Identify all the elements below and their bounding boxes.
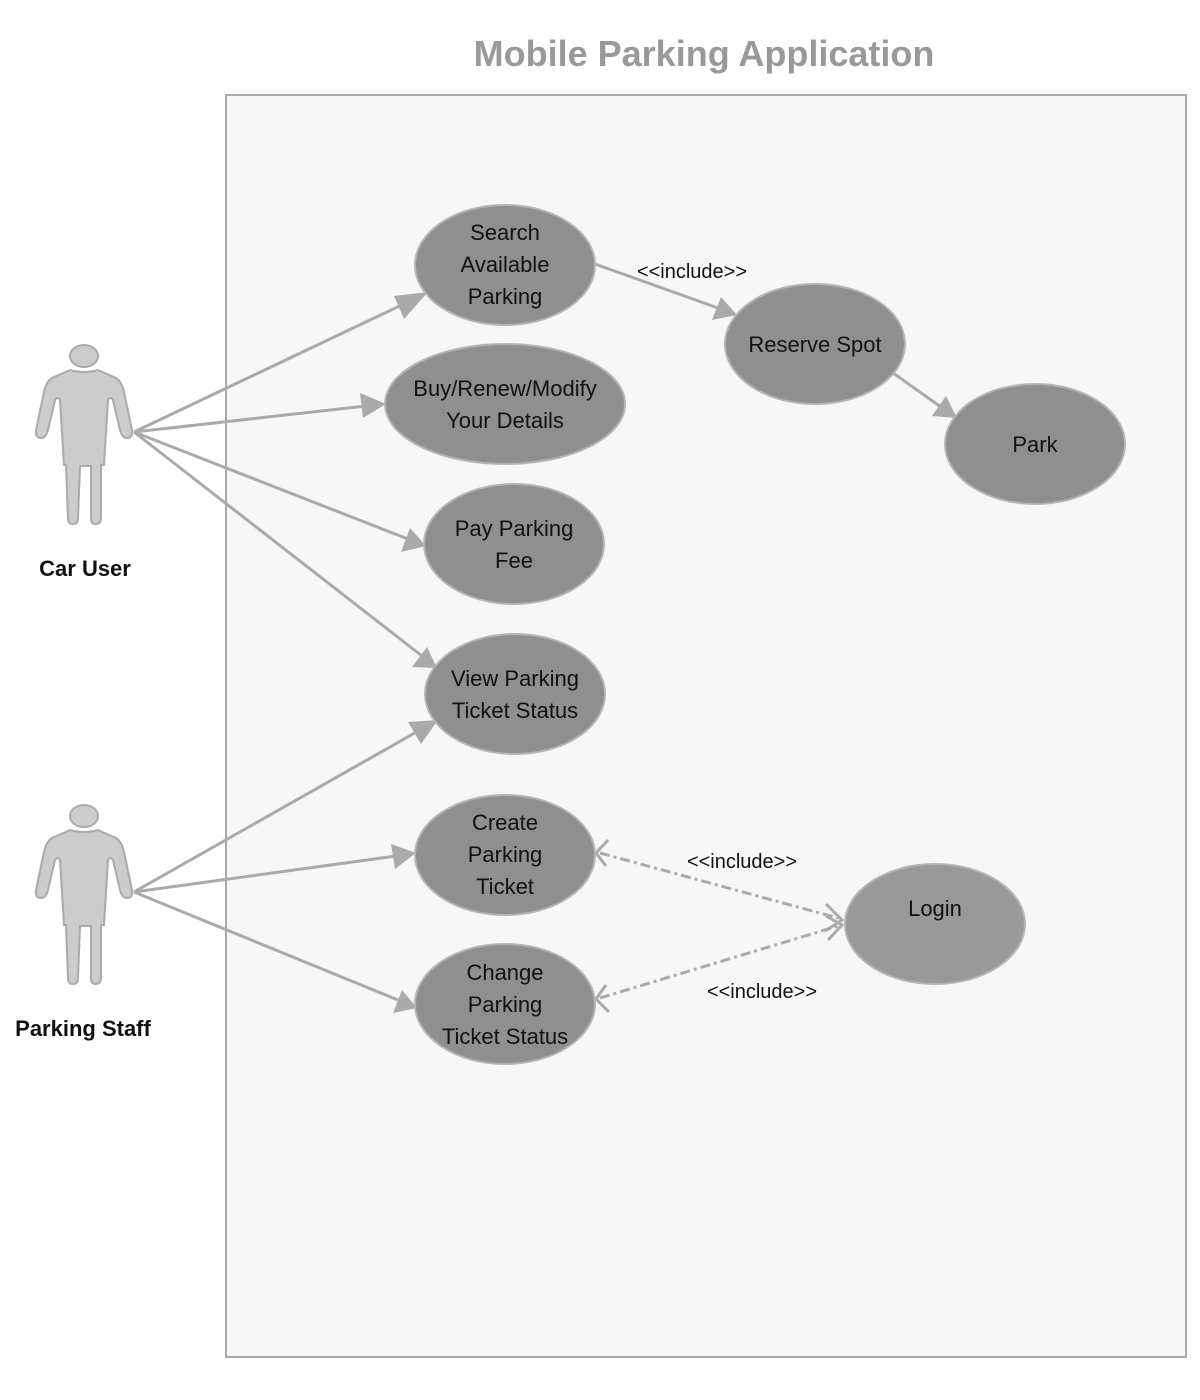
use-case-create-parking-ticket: Create Parking Ticket	[414, 794, 596, 916]
include-search-reserve	[594, 262, 737, 320]
include-change-login	[594, 914, 845, 1014]
use-case-pay-parking-fee: Pay Parking Fee	[423, 483, 605, 605]
use-case-park: Park	[944, 383, 1126, 505]
svg-text:Pay Parking: Pay Parking	[455, 516, 574, 541]
association-staff-change	[133, 890, 417, 1013]
svg-text:Park: Park	[1012, 432, 1058, 457]
actor-label-parking-staff: Parking Staff	[15, 1016, 151, 1041]
svg-text:Parking: Parking	[468, 992, 543, 1017]
use-case-search-available-parking: Search Available Parking	[414, 204, 596, 326]
svg-text:Login: Login	[908, 896, 962, 921]
actor-label-car-user: Car User	[39, 556, 131, 581]
use-case-reserve-spot: Reserve Spot	[724, 283, 906, 405]
use-case-login: Login	[844, 863, 1026, 985]
svg-text:Change: Change	[466, 960, 543, 985]
person-icon	[34, 344, 134, 526]
use-case-change-parking-ticket-status: Change Parking Ticket Status	[414, 943, 596, 1065]
svg-text:Ticket Status: Ticket Status	[452, 698, 578, 723]
association-reserve-park	[892, 371, 957, 418]
svg-text:Ticket Status: Ticket Status	[442, 1024, 568, 1049]
include-create-login	[594, 838, 845, 933]
include-label-search-reserve: <<include>>	[637, 261, 747, 283]
svg-text:Available: Available	[461, 252, 550, 277]
svg-text:Ticket: Ticket	[476, 874, 534, 899]
use-case-view-parking-ticket-status: View Parking Ticket Status	[424, 633, 606, 755]
svg-text:Create: Create	[472, 810, 538, 835]
association-car-user-buy	[133, 393, 386, 434]
actor-parking-staff: Parking Staff	[15, 804, 152, 1041]
actor-car-user: Car User	[34, 344, 134, 581]
association-staff-create	[133, 844, 416, 894]
include-label-create-login: <<include>>	[687, 851, 797, 873]
svg-text:Search: Search	[470, 220, 540, 245]
diagram-title: Mobile Parking Application	[474, 33, 935, 74]
association-car-user-view	[133, 430, 437, 668]
association-staff-view	[133, 720, 438, 894]
association-car-user-pay	[133, 430, 426, 552]
association-car-user-search	[133, 292, 428, 434]
person-icon	[34, 804, 134, 986]
use-case-buy-renew-modify: Buy/Renew/Modify Your Details	[384, 343, 626, 465]
svg-text:Parking: Parking	[468, 284, 543, 309]
svg-text:Fee: Fee	[495, 548, 533, 573]
include-label-change-login: <<include>>	[707, 981, 817, 1003]
system-boundary	[225, 94, 1187, 1358]
svg-text:Buy/Renew/Modify: Buy/Renew/Modify	[413, 376, 596, 401]
svg-text:Reserve Spot: Reserve Spot	[748, 332, 881, 357]
svg-text:View Parking: View Parking	[451, 666, 579, 691]
svg-text:Your Details: Your Details	[446, 408, 564, 433]
svg-text:Parking: Parking	[468, 842, 543, 867]
